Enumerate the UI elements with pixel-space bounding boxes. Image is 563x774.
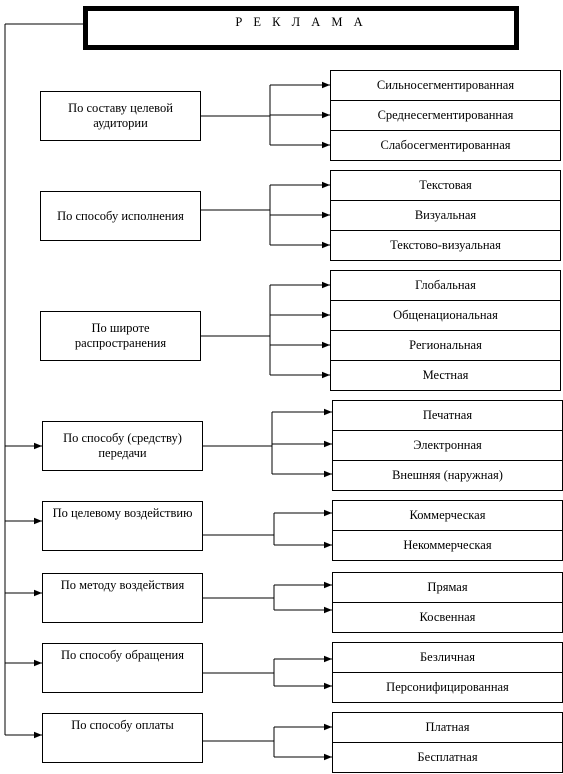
item-label: Среднесегментированная [377,108,514,122]
item-label: Глобальная [415,278,476,292]
category-label: По широте распространения [74,321,167,350]
item-label: Коммерческая [409,508,486,522]
item-box-7-1: Бесплатная [332,742,563,773]
item-label: Персонифицированная [386,680,509,694]
item-box-5-1: Косвенная [332,602,563,633]
category-label: По методу воздействия [60,578,185,592]
item-label: Региональная [409,338,482,352]
item-box-3-0: Печатная [332,400,563,431]
category-label: По целевому воздействию [52,506,193,520]
category-box-3: По способу (средству) передачи [42,421,203,471]
item-box-7-0: Платная [332,712,563,743]
category-box-1: По способу исполнения [40,191,201,241]
category-label: По способу исполнения [57,208,184,223]
category-label: По способу оплаты [71,718,174,732]
category-box-0: По составу целевой аудитории [40,91,201,141]
item-box-3-2: Внешняя (наружная) [332,460,563,491]
item-box-4-0: Коммерческая [332,500,563,531]
item-label: Безличная [419,650,476,664]
item-box-1-0: Текстовая [330,170,561,201]
item-box-4-1: Некоммерческая [332,530,563,561]
category-box-2: По широте распространения [40,311,201,361]
category-label: По составу целевой аудитории [68,101,173,130]
category-label: По способу обращения [61,648,184,662]
item-box-3-1: Электронная [332,430,563,461]
item-box-2-3: Местная [330,360,561,391]
item-label: Визуальная [414,208,477,222]
category-box-4: По целевому воздействию [42,501,203,551]
item-label: Некоммерческая [403,538,492,552]
item-label: Местная [422,368,469,382]
item-box-6-1: Персонифицированная [332,672,563,703]
item-box-1-1: Визуальная [330,200,561,231]
item-box-0-0: Сильносегментированная [330,70,561,101]
item-label: Общенациональная [393,308,498,322]
item-box-2-1: Общенациональная [330,300,561,331]
item-box-5-0: Прямая [332,572,563,603]
item-box-2-0: Глобальная [330,270,561,301]
item-label: Слабосегментированная [380,138,511,152]
item-box-1-2: Текстово-визуальная [330,230,561,261]
item-label: Косвенная [419,610,476,624]
item-label: Бесплатная [417,750,478,764]
category-box-5: По методу воздействия [42,573,203,623]
item-label: Электронная [413,438,482,452]
item-box-2-2: Региональная [330,330,561,361]
item-label: Платная [425,720,470,734]
item-box-0-2: Слабосегментированная [330,130,561,161]
item-label: Печатная [422,408,473,422]
category-box-7: По способу оплаты [42,713,203,763]
category-label: По способу (средству) передачи [63,431,182,460]
item-box-6-0: Безличная [332,642,563,673]
item-label: Текстово-визуальная [390,238,501,252]
item-label: Прямая [427,580,468,594]
diagram-title: Р Е К Л А М А [235,15,367,29]
item-label: Сильносегментированная [376,78,515,92]
category-box-6: По способу обращения [42,643,203,693]
item-label: Внешняя (наружная) [392,468,503,482]
diagram-title-box: Р Е К Л А М А [83,6,519,50]
item-label: Текстовая [419,178,472,192]
item-box-0-1: Среднесегментированная [330,100,561,131]
